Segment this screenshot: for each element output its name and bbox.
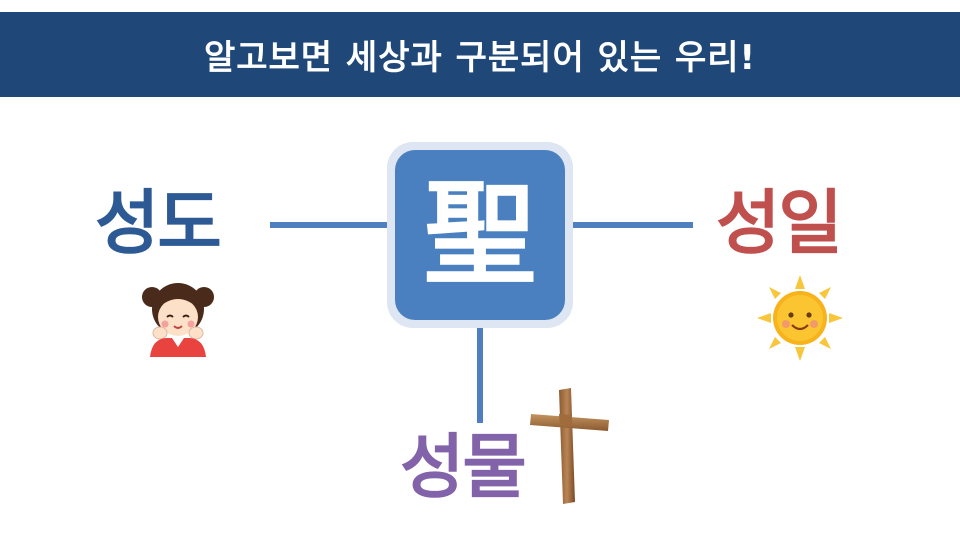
- connector-left: [270, 222, 395, 228]
- cross-icon: [530, 388, 609, 504]
- connector-right: [565, 222, 693, 228]
- center-character: 聖: [424, 170, 536, 300]
- word-left: 성도: [95, 182, 222, 264]
- title-banner: 알고보면 세상과 구분되어 있는 우리!: [0, 12, 960, 97]
- connector-bottom: [477, 318, 483, 423]
- center-box: 聖: [387, 142, 573, 328]
- slide-title: 알고보면 세상과 구분되어 있는 우리!: [203, 38, 757, 78]
- word-bottom: 성물: [400, 426, 527, 508]
- sun-icon: [757, 275, 843, 361]
- word-right: 성일: [716, 182, 843, 264]
- center-box-inner: 聖: [395, 150, 565, 320]
- girl-icon: [142, 283, 214, 357]
